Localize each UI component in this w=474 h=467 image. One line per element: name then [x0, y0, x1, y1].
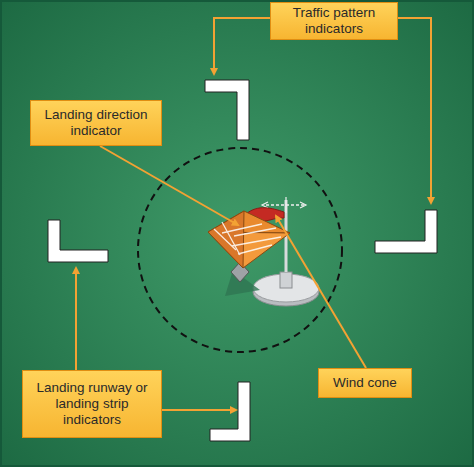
traffic-pattern-marker	[205, 80, 249, 140]
landing-strip-marker	[210, 382, 250, 441]
landing-strip-marker	[48, 220, 108, 262]
callout-box: Wind cone	[318, 368, 412, 398]
callout-box: Landing runway or landing strip indicato…	[22, 370, 162, 438]
callout-text: Traffic pattern indicators	[277, 5, 391, 37]
segmented-circle	[138, 148, 342, 352]
callout-box: Traffic pattern indicators	[270, 2, 398, 40]
callout-box: Landing direction indicator	[30, 100, 162, 146]
landing-tetrahedron	[208, 211, 290, 296]
callout-text: Landing runway or landing strip indicato…	[29, 380, 155, 428]
callout-text: Landing direction indicator	[37, 107, 155, 139]
traffic-pattern-marker	[375, 210, 437, 253]
leader-line	[76, 18, 431, 410]
callout-text: Wind cone	[333, 375, 397, 391]
